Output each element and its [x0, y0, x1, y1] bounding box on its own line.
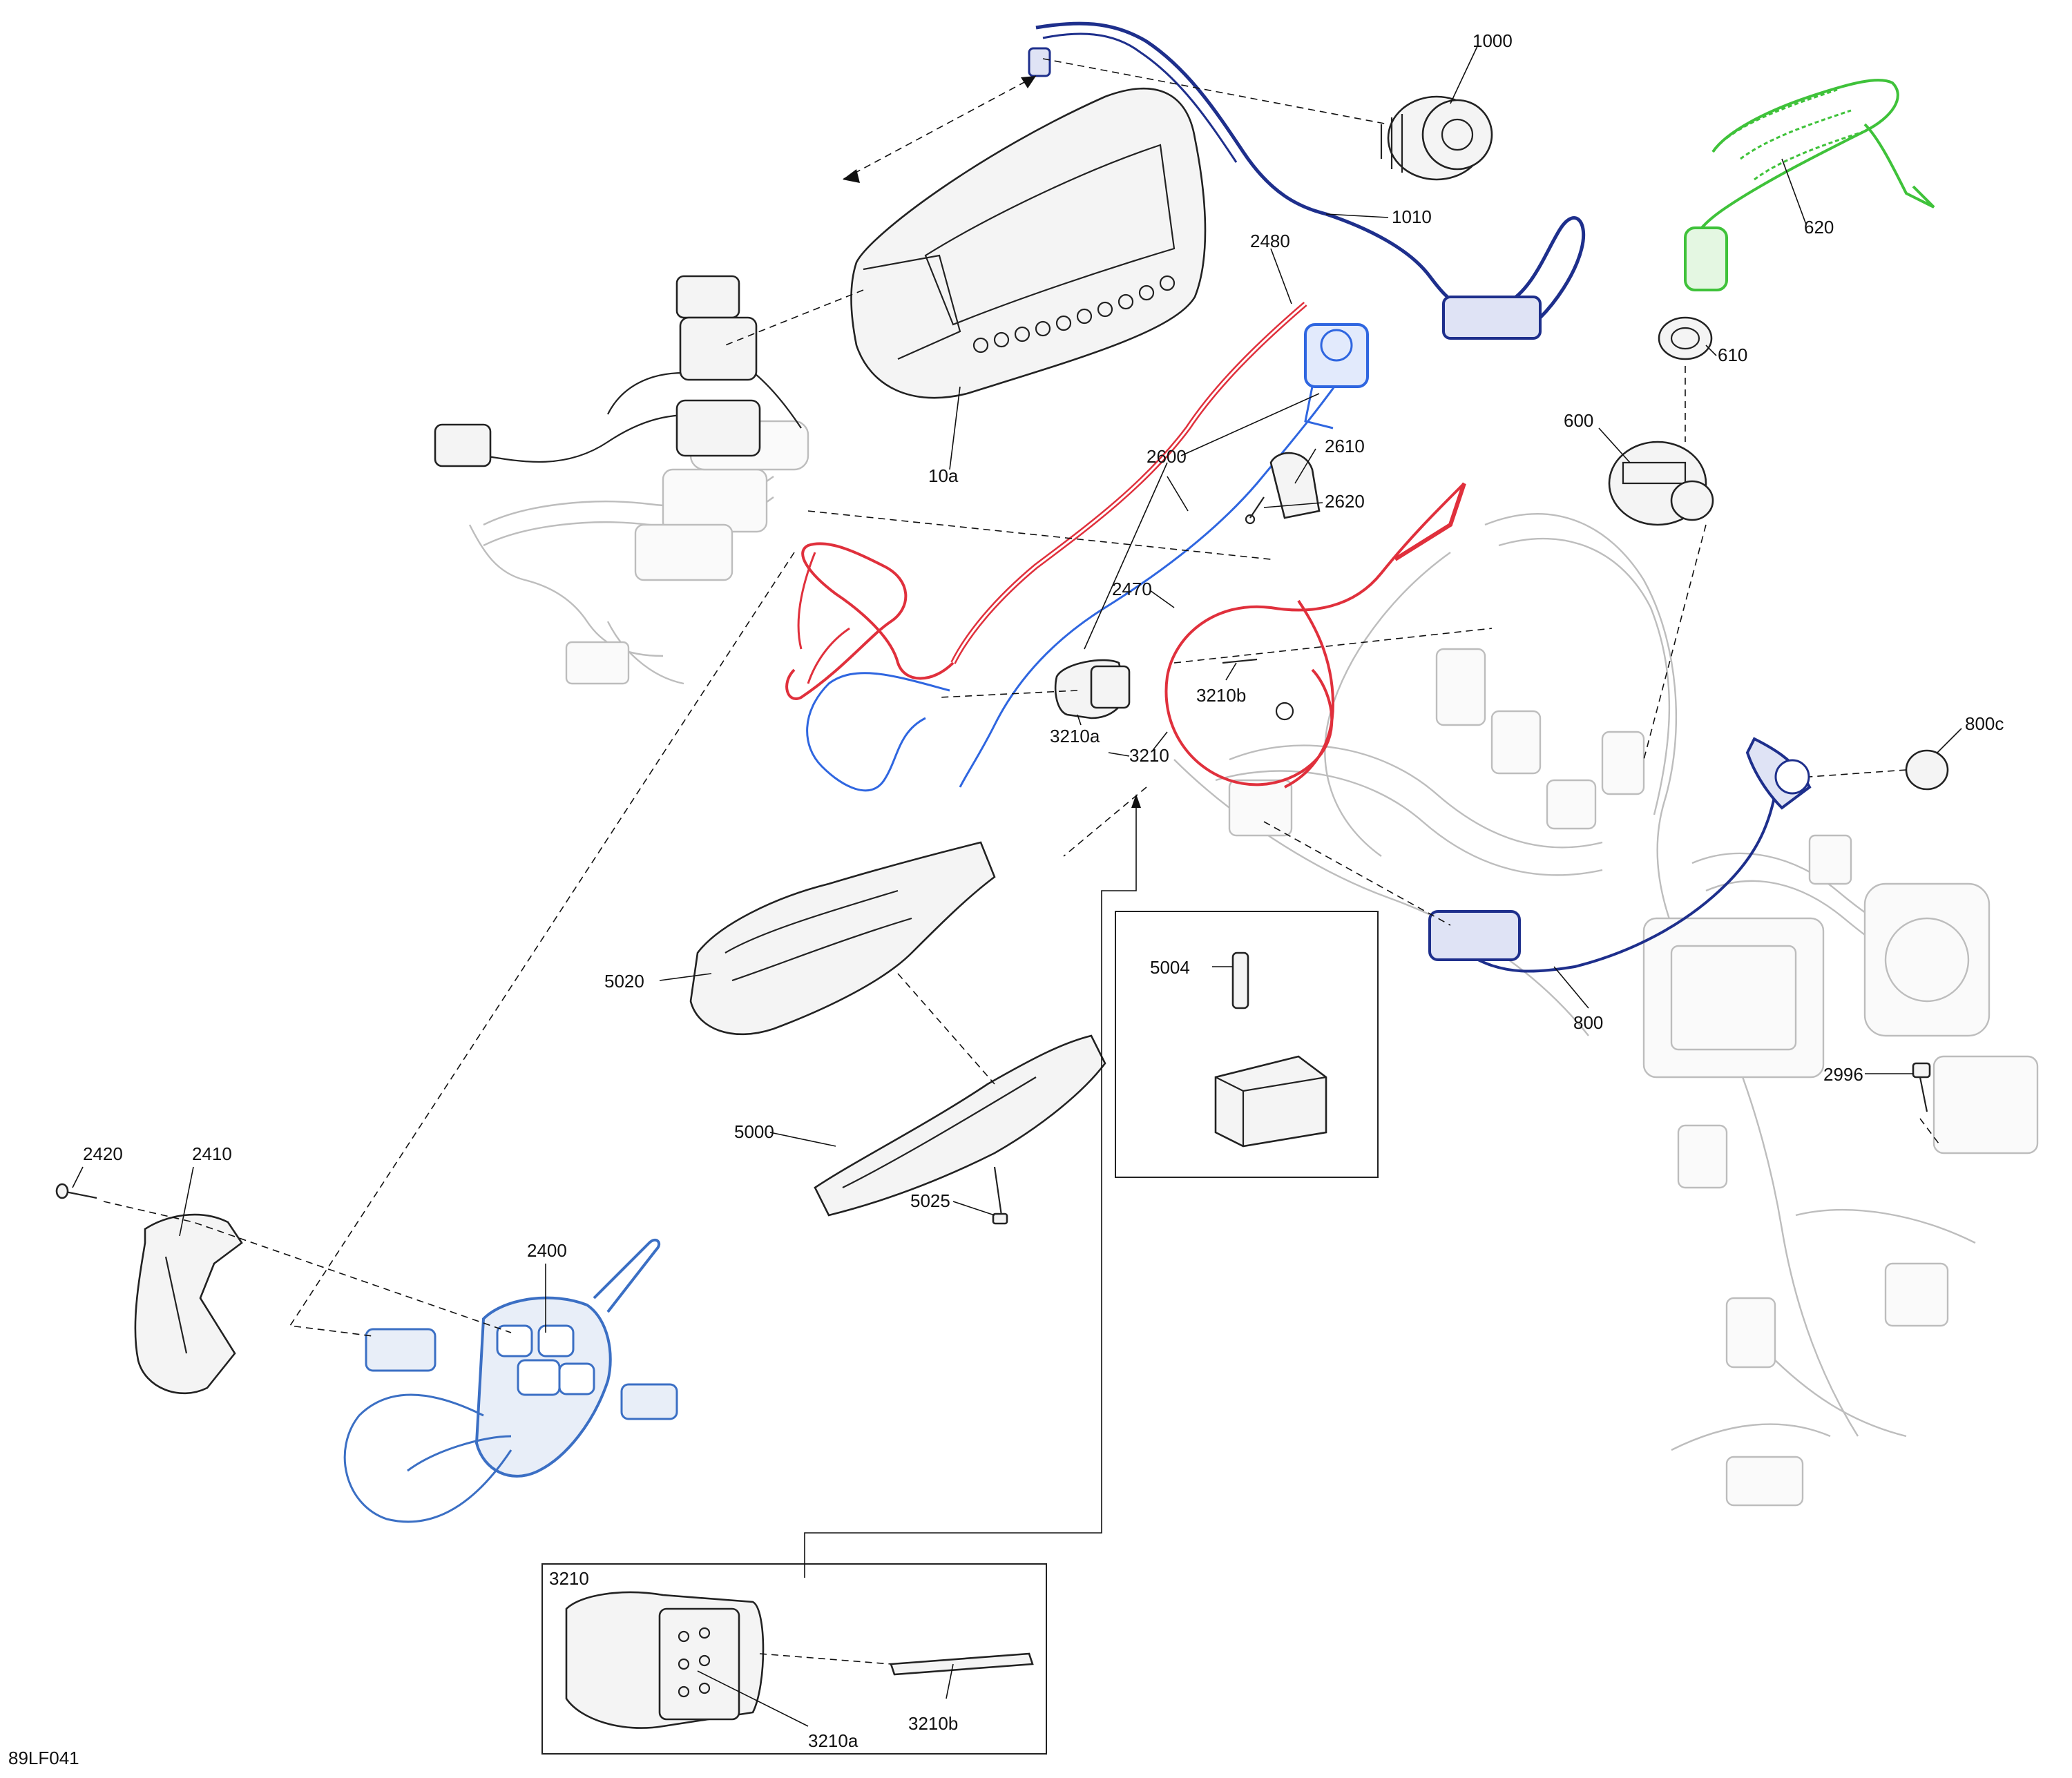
connector-800 — [1428, 910, 1521, 961]
callout-2620: 2620 — [1325, 491, 1365, 512]
sensor-2600 — [1304, 323, 1369, 429]
callout-2400: 2400 — [527, 1240, 567, 1261]
callout-5004: 5004 — [1150, 957, 1190, 978]
callout-5020: 5020 — [604, 971, 644, 992]
blue-harness-2600 — [806, 358, 1355, 792]
detail-box-3210 — [541, 1563, 1047, 1755]
callout-800c: 800c — [1965, 713, 2004, 734]
leader-lines — [72, 44, 1962, 1727]
assembly-lines — [103, 58, 1941, 1665]
switch-button-3 — [517, 1359, 561, 1396]
screw-5025 — [992, 1166, 1008, 1225]
cap-800c — [1905, 749, 1949, 791]
callout-2996: 2996 — [1823, 1064, 1863, 1085]
harness-800 — [1428, 737, 1812, 973]
callout-2410: 2410 — [192, 1143, 232, 1164]
callout-800: 800 — [1573, 1012, 1603, 1033]
socket-harness-1010 — [1028, 21, 1586, 340]
callout-600: 600 — [1564, 410, 1593, 431]
connector-left — [434, 423, 492, 467]
detail-box-5004 — [1115, 911, 1379, 1178]
terminal-3210b-detail — [890, 1652, 1034, 1676]
switch-button-1 — [496, 1324, 533, 1357]
pin-5004 — [1231, 951, 1249, 1009]
switch-connector-right — [620, 1383, 678, 1420]
callout-2610: 2610 — [1325, 436, 1365, 456]
callout-1010: 1010 — [1392, 206, 1432, 227]
callout-3210b: 3210b — [1196, 685, 1246, 706]
callout-1000: 1000 — [1473, 30, 1513, 51]
grommet — [1275, 702, 1294, 721]
gauge-harness — [434, 275, 802, 467]
main-wiring-harness — [1173, 513, 2039, 1507]
callout-5025: 5025 — [910, 1190, 950, 1211]
callout-2420: 2420 — [83, 1143, 123, 1164]
callout-labels: 1000 1010 620 610 600 10a 2480 2600 2610… — [8, 30, 2004, 1768]
housing-2410 — [134, 1213, 243, 1395]
start-switch-600 — [1608, 441, 1714, 526]
handlebar-harness-ghost — [468, 420, 809, 685]
callout-2470: 2470 — [1112, 579, 1152, 599]
red-harness-2480 — [785, 301, 1307, 700]
gauge-buttons — [972, 275, 1176, 354]
callout-3210a: 3210a — [1050, 726, 1100, 746]
screw-2420 — [55, 1183, 97, 1199]
callout-3210: 3210 — [1129, 745, 1169, 766]
connector-top — [675, 275, 740, 319]
switch-button-4 — [558, 1362, 595, 1395]
callout-5000: 5000 — [734, 1121, 774, 1142]
connector-3210 — [1054, 659, 1131, 719]
digital-gauge — [850, 87, 1207, 399]
detail-callout-3210a: 3210a — [808, 1730, 858, 1751]
dc-socket-1000 — [1380, 95, 1493, 181]
callout-610: 610 — [1718, 345, 1747, 365]
connector-middle — [679, 316, 758, 381]
connector-bottom — [675, 399, 761, 457]
figure-code: 89LF041 — [8, 1748, 79, 1768]
callout-10a: 10a — [928, 465, 959, 486]
red-harness-2470 — [1164, 482, 1466, 789]
screw-2620 — [1245, 496, 1265, 525]
terminal-3210b — [1222, 658, 1258, 664]
lanyard-cap-610 — [1658, 316, 1713, 360]
lanyard-clip — [1684, 226, 1728, 291]
detail-box-title: 3210 — [549, 1568, 589, 1589]
safety-lanyard-620 — [1684, 79, 1935, 291]
handlebar-switch-2400 — [343, 1238, 678, 1523]
screw-2996 — [1912, 1062, 1931, 1112]
switch-button-2 — [537, 1324, 575, 1357]
bracket-2610 — [1269, 452, 1321, 519]
callout-620: 620 — [1804, 217, 1834, 238]
callout-2480: 2480 — [1250, 231, 1290, 251]
callout-2600: 2600 — [1147, 446, 1187, 467]
switch-connector-left — [365, 1328, 437, 1372]
cover-5020 — [689, 841, 996, 1036]
detail-callout-3210b: 3210b — [908, 1713, 958, 1734]
socket-harness-connector — [1442, 296, 1542, 340]
bracket-5000 — [814, 1034, 1106, 1217]
